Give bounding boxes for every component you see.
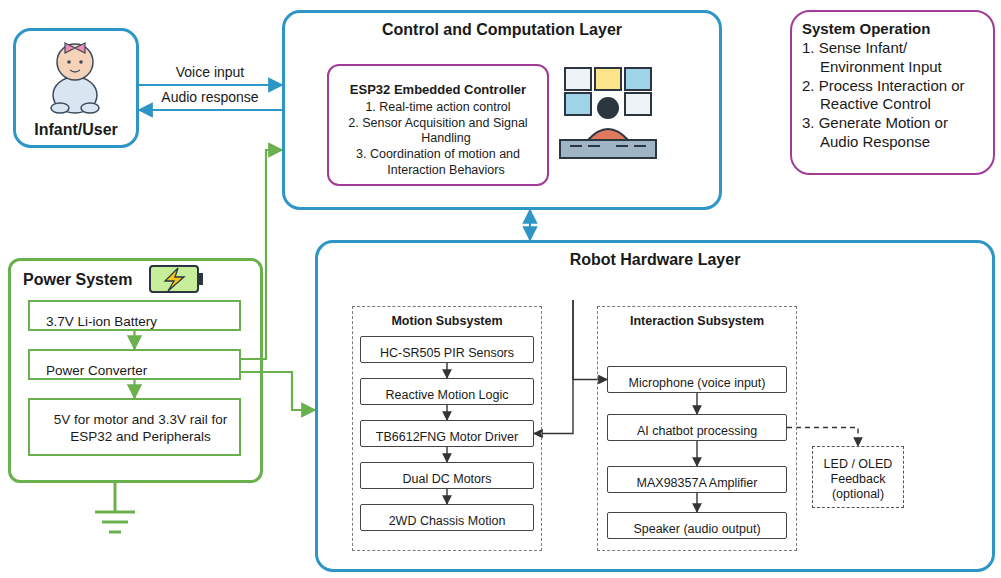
box-title: Control and Computation Layer (285, 21, 719, 39)
process-box: Microphone (voice input) (607, 366, 787, 393)
optional-box: LED / OLED Feedback (optional) (812, 446, 904, 508)
connector-arrow (139, 109, 282, 111)
connector-arrow (139, 84, 282, 86)
steps-box: System Operation 1. Sense Infant/ Environ… (790, 10, 995, 175)
text-group: Motion Subsystem (353, 314, 541, 328)
box-title: Robot Hardware Layer (318, 251, 992, 269)
box-text: LED / OLED Feedback (optional) (817, 457, 899, 502)
text-group: 5V for motor and 3.3V rail for ESP32 and… (42, 410, 239, 448)
box-title: ESP32 Embedded Controller (339, 82, 537, 97)
power-block: 5V for motor and 3.3V rail for ESP32 and… (28, 398, 241, 456)
box-text: 5V for motor and 3.3V rail for ESP32 and… (46, 412, 235, 446)
edge-label: Voice input (173, 64, 248, 80)
subsystem-group: Interaction SubsystemMicrophone (voice i… (597, 306, 797, 551)
text-group: MAX98357A Amplifier (608, 474, 786, 493)
connector-arrow (573, 300, 607, 380)
box-text: HC-SR505 PIR Sensors (365, 346, 529, 361)
operator-icon (560, 68, 656, 158)
text-group: 2WD Chassis Motion (361, 512, 533, 531)
battery-icon (150, 266, 203, 292)
process-box: 2WD Chassis Motion (360, 504, 534, 531)
box-text: 2. Process Interaction or Reactive Contr… (802, 77, 983, 115)
process-box: Speaker (audio output) (607, 512, 787, 539)
box-title: Power System (23, 271, 132, 289)
connector-arrow (241, 372, 315, 410)
text-group: Reactive Motion Logic (361, 386, 533, 405)
process-box: Reactive Motion Logic (360, 378, 534, 405)
text-group: ESP32 Embedded Controller 1. Real-time ac… (329, 74, 547, 184)
box-text: Reactive Motion Logic (365, 388, 529, 403)
connector-arrow (133, 331, 135, 349)
box-text: TB6612FNG Motor Driver (365, 430, 529, 445)
power-block: Power Converter (28, 349, 241, 380)
process-box: TB6612FNG Motor Driver (360, 420, 534, 447)
power-block: 3.7V Li-ion Battery (28, 300, 241, 331)
actor-box: Infant/User (13, 28, 139, 148)
text-group: Interaction Subsystem (598, 314, 796, 328)
box-text: Speaker (audio output) (612, 522, 782, 537)
process-box: HC-SR505 PIR Sensors (360, 336, 534, 363)
connector-arrow (696, 393, 697, 414)
process-box: Dual DC Motors (360, 462, 534, 489)
box-title: Infant/User (16, 121, 136, 139)
text-group: System Operation 1. Sense Infant/ Environ… (792, 12, 993, 158)
box-text: 1. Real-time action control (339, 100, 537, 116)
box-text: Dual DC Motors (365, 472, 529, 487)
ground-symbol (95, 483, 135, 532)
connector-arrow (696, 493, 697, 512)
connector-arrow (787, 428, 858, 447)
layer-box: Robot Hardware LayerMotion SubsystemHC-S… (315, 240, 995, 572)
process-box: MAX98357A Amplifier (607, 466, 787, 493)
text-group: Dual DC Motors (361, 470, 533, 489)
text-group: Microphone (voice input) (608, 374, 786, 393)
box-text: AI chatbot processing (612, 424, 782, 439)
layer-box: Control and Computation LayerESP32 Embed… (282, 10, 722, 210)
connector-arrow (696, 441, 697, 466)
power-group: Power System 3.7V Li-ion BatteryPower Con… (8, 258, 263, 483)
connector-arrow (534, 300, 573, 434)
box-text: 3.7V Li-ion Battery (46, 314, 157, 331)
process-box: AI chatbot processing (607, 414, 787, 441)
box-title: System Operation (802, 20, 983, 37)
connector-arrow (446, 489, 447, 504)
connector-arrow (446, 405, 447, 420)
connector-arrow (446, 363, 447, 378)
text-group: Speaker (audio output) (608, 520, 786, 539)
box-title: Interaction Subsystem (598, 314, 796, 328)
text-group: Control and Computation Layer (285, 21, 719, 39)
text-group: AI chatbot processing (608, 422, 786, 441)
box-text: 2. Sensor Acquisition and Signal Handlin… (339, 116, 537, 147)
box-text: 1. Sense Infant/ Environment Input (802, 39, 983, 77)
controller-box: ESP32 Embedded Controller 1. Real-time ac… (327, 64, 549, 186)
text-group: Infant/User (16, 121, 136, 139)
box-text: 3. Generate Motion or Audio Response (802, 114, 983, 152)
edge-label: Audio response (158, 89, 261, 105)
box-text: Power Converter (46, 363, 147, 380)
subsystem-group: Motion SubsystemHC-SR505 PIR SensorsReac… (352, 306, 542, 551)
text-group: LED / OLED Feedback (optional) (813, 455, 903, 504)
connector-arrow (446, 447, 447, 462)
text-group: 3.7V Li-ion Battery (42, 312, 161, 333)
box-text: 2WD Chassis Motion (365, 514, 529, 529)
text-group: Power Converter (42, 361, 151, 382)
box-text: 3. Coordination of motion and Interactio… (339, 147, 537, 178)
connector-arrow (133, 380, 135, 398)
box-text: Microphone (voice input) (612, 376, 782, 391)
connector-arrow (529, 210, 531, 240)
text-group: HC-SR505 PIR Sensors (361, 344, 533, 363)
box-title: Motion Subsystem (353, 314, 541, 328)
box-text: MAX98357A Amplifier (612, 476, 782, 491)
text-group: TB6612FNG Motor Driver (361, 428, 533, 447)
baby-icon (51, 43, 99, 113)
text-group: Robot Hardware Layer (318, 251, 992, 269)
text-group: Power System (23, 271, 132, 289)
